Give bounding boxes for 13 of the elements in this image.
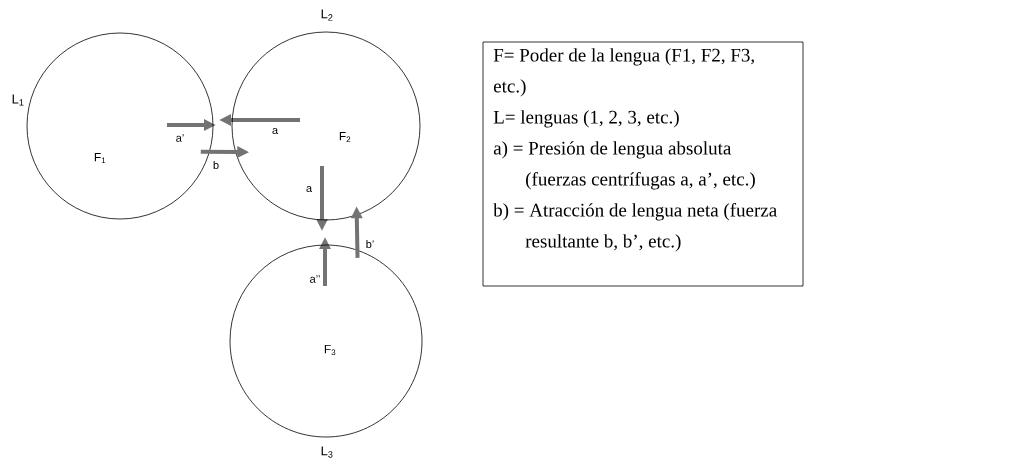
circle-label: L$_{2}$: [319, 8, 335, 22]
legend-box: [482, 41, 804, 287]
legend-text: b) = Atracción de lengua neta (fuerza resultante b, b’, etc.): [493, 203, 777, 252]
force-label: a’’: [310, 275, 320, 283]
force-label: a: [306, 186, 313, 192]
circle-label: L$_{3}$: [319, 445, 335, 459]
force-label: a’: [176, 134, 184, 142]
edge-label: b: [211, 159, 221, 171]
force-label: a: [272, 128, 279, 134]
legend-text: L= lenguas (1, 2, 3, etc.): [493, 110, 679, 128]
legend-text: a) = Presión de lengua absoluta (fuerzas centrífugas a, a’, etc.): [493, 141, 755, 190]
circle-label: L$_{1}$: [10, 93, 26, 107]
legend-text: F= Poder de la lengua (F1, F2, F3, etc.): [493, 48, 754, 97]
